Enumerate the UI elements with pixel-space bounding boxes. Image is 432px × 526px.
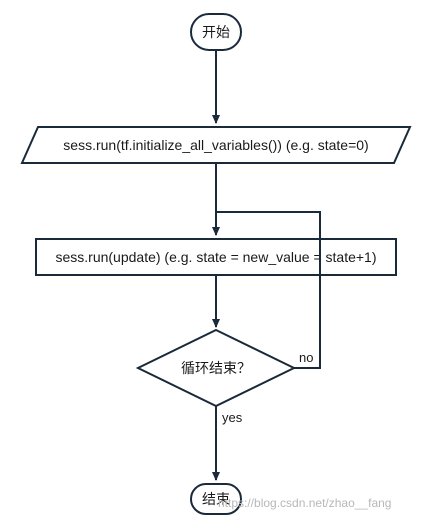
update-process bbox=[35, 238, 397, 276]
watermark-text: https://blog.csdn.net/zhao__fang bbox=[218, 496, 392, 510]
end-terminal bbox=[190, 483, 242, 515]
no-edge-label: no bbox=[299, 350, 313, 365]
decision-label: 循环结束？ bbox=[181, 361, 251, 377]
yes-edge-label: yes bbox=[222, 410, 243, 425]
start-label: 开始 bbox=[202, 25, 230, 41]
end-label: 结束 bbox=[202, 492, 230, 508]
edge-decision-no-loop bbox=[216, 211, 321, 369]
init-parallelogram bbox=[20, 126, 412, 164]
update-label: sess.run(update) (e.g. state = new_value… bbox=[55, 249, 376, 265]
init-label: sess.run(tf.initialize_all_variables()) … bbox=[63, 137, 368, 153]
